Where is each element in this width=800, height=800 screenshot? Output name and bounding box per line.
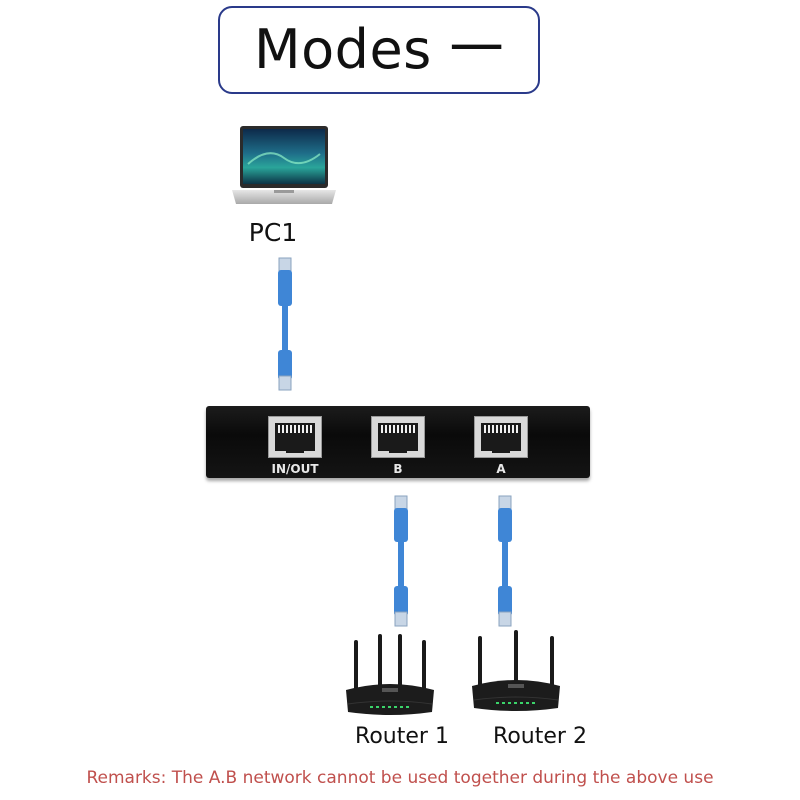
page-title: Modes 一 [254, 18, 504, 81]
router-1-icon [346, 634, 434, 715]
port-in-out[interactable] [268, 416, 322, 458]
remark-text: Remarks: The A.B network cannot be used … [86, 768, 714, 788]
ethernet-cable-pc [278, 257, 292, 391]
ethernet-cable-a [498, 495, 512, 627]
router-2-label: Router 2 [493, 724, 587, 749]
title-box: Modes 一 [218, 6, 540, 94]
port-label-in-out: IN/OUT [271, 462, 319, 476]
router-1-label: Router 1 [355, 724, 449, 749]
port-a[interactable] [474, 416, 528, 458]
ethernet-cable-b [394, 495, 408, 627]
router-2-icon [472, 630, 560, 711]
port-label-a: A [496, 462, 506, 476]
network-switch: IN/OUT B A [206, 406, 590, 478]
laptop-icon [232, 126, 336, 204]
port-b[interactable] [371, 416, 425, 458]
pc-label: PC1 [248, 218, 298, 247]
port-label-b: B [393, 462, 403, 476]
